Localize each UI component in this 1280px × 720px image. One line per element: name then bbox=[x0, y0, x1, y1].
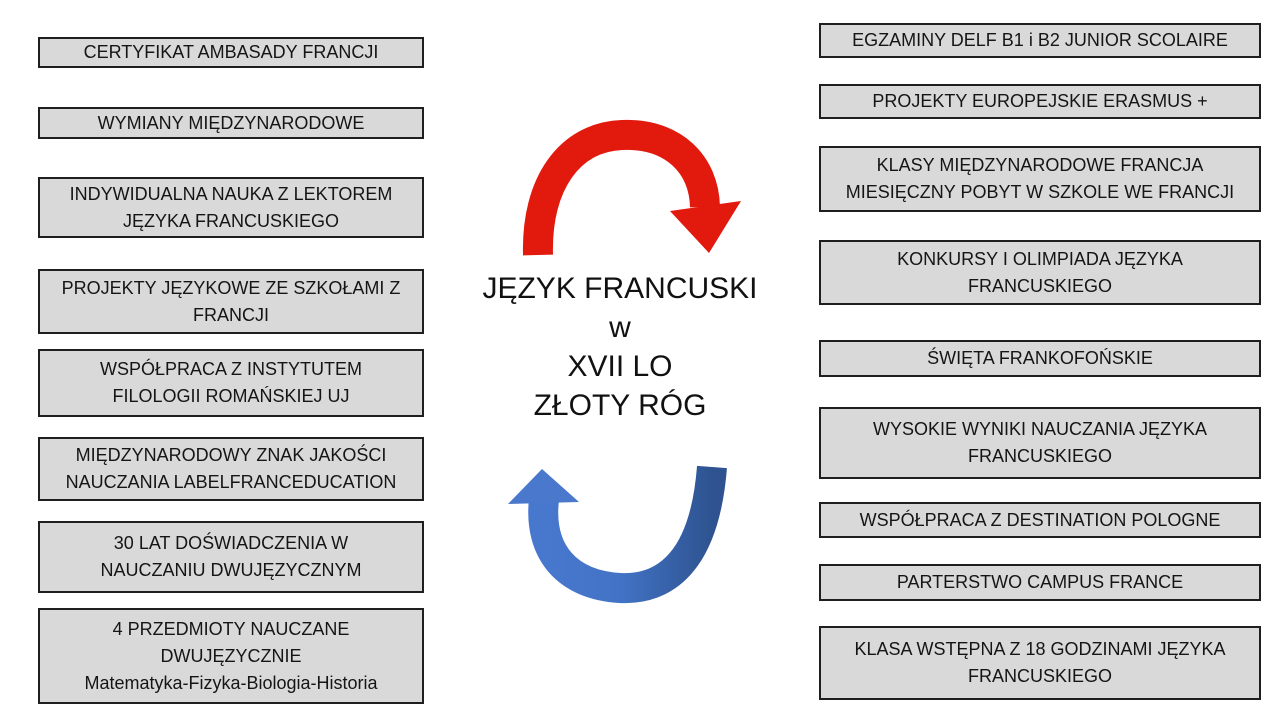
info-box-text: ŚWIĘTA FRANKOFOŃSKIE bbox=[927, 348, 1153, 368]
info-box-text: PARTERSTWO CAMPUS FRANCE bbox=[896, 572, 1184, 592]
info-box-certyfikat-ambasady: CERTYFIKAT AMBASADY FRANCJI bbox=[38, 37, 424, 68]
info-box-text: PROJEKTY JĘZYKOWE ZE SZKOŁAMI Z FRANCJI bbox=[61, 277, 401, 325]
slide-title-line-1: JĘZYK FRANCUSKI bbox=[482, 272, 758, 305]
info-box-4-przedmioty: 4 PRZEDMIOTY NAUCZANE DWUJĘZYCZNIE Matem… bbox=[38, 608, 424, 704]
blue-curved-arrow-icon bbox=[508, 465, 727, 604]
info-box-text: 30 LAT DOŚWIADCZENIA W NAUCZANIU DWUJĘZY… bbox=[100, 533, 362, 580]
info-box-wspolpraca-uj: WSPÓŁPRACA Z INSTYTUTEM FILOLOGII ROMAŃS… bbox=[38, 349, 424, 417]
slide-title: JĘZYK FRANCUSKI w XVII LO ZŁOTY RÓG bbox=[450, 269, 790, 425]
info-box-wysokie-wyniki: WYSOKIE WYNIKI NAUCZANIA JĘZYKA FRANCUSK… bbox=[819, 407, 1261, 479]
slide-title-line-3: XVII LO bbox=[567, 350, 673, 383]
info-box-text: KLASA WSTĘPNA Z 18 GODZINAMI JĘZYKA FRAN… bbox=[854, 639, 1226, 686]
info-box-wymiany: WYMIANY MIĘDZYNARODOWE bbox=[38, 107, 424, 139]
info-box-klasa-wstepna: KLASA WSTĘPNA Z 18 GODZINAMI JĘZYKA FRAN… bbox=[819, 626, 1261, 700]
info-box-znak-jakosci: MIĘDZYNARODOWY ZNAK JAKOŚCI NAUCZANIA LA… bbox=[38, 437, 424, 501]
info-box-text: PROJEKTY EUROPEJSKIE ERASMUS + bbox=[872, 91, 1208, 111]
info-box-egzaminy-delf: EGZAMINY DELF B1 i B2 JUNIOR SCOLAIRE bbox=[819, 23, 1261, 58]
info-box-swieta-frankofonskie: ŚWIĘTA FRANKOFOŃSKIE bbox=[819, 340, 1261, 377]
info-box-text: KLASY MIĘDZYNARODOWE FRANCJA MIESIĘCZNY … bbox=[845, 155, 1235, 202]
info-box-klasy-miedzynarodowe: KLASY MIĘDZYNARODOWE FRANCJA MIESIĘCZNY … bbox=[819, 146, 1261, 212]
red-curved-arrow-icon bbox=[522, 119, 741, 256]
info-box-text: WYMIANY MIĘDZYNARODOWE bbox=[97, 112, 365, 133]
info-box-projekty-jezykowe: PROJEKTY JĘZYKOWE ZE SZKOŁAMI Z FRANCJI bbox=[38, 269, 424, 334]
slide-title-line-4: ZŁOTY RÓG bbox=[533, 389, 707, 422]
info-box-text: KONKURSY I OLIMPIADA JĘZYKA FRANCUSKIEGO bbox=[897, 248, 1183, 296]
info-box-text: WYSOKIE WYNIKI NAUCZANIA JĘZYKA FRANCUSK… bbox=[872, 419, 1208, 466]
info-box-text: WSPÓŁPRACA Z INSTYTUTEM FILOLOGII ROMAŃS… bbox=[99, 359, 363, 406]
info-box-destination-pologne: WSPÓŁPRACA Z DESTINATION POLOGNE bbox=[819, 502, 1261, 538]
info-box-text: 4 PRZEDMIOTY NAUCZANE DWUJĘZYCZNIE Matem… bbox=[84, 618, 378, 693]
info-box-30-lat: 30 LAT DOŚWIADCZENIA W NAUCZANIU DWUJĘZY… bbox=[38, 521, 424, 593]
info-box-campus-france: PARTERSTWO CAMPUS FRANCE bbox=[819, 564, 1261, 601]
info-box-text: INDYWIDUALNA NAUKA Z LEKTOREM JĘZYKA FRA… bbox=[69, 183, 393, 231]
info-box-erasmus: PROJEKTY EUROPEJSKIE ERASMUS + bbox=[819, 84, 1261, 119]
info-box-text: WSPÓŁPRACA Z DESTINATION POLOGNE bbox=[859, 509, 1221, 530]
info-box-text: MIĘDZYNARODOWY ZNAK JAKOŚCI NAUCZANIA LA… bbox=[65, 445, 397, 492]
slide-title-line-2: w bbox=[609, 311, 631, 344]
info-box-indywidualna-nauka: INDYWIDUALNA NAUKA Z LEKTOREM JĘZYKA FRA… bbox=[38, 177, 424, 238]
info-box-konkursy: KONKURSY I OLIMPIADA JĘZYKA FRANCUSKIEGO bbox=[819, 240, 1261, 305]
info-box-text: CERTYFIKAT AMBASADY FRANCJI bbox=[83, 42, 379, 62]
info-box-text: EGZAMINY DELF B1 i B2 JUNIOR SCOLAIRE bbox=[852, 30, 1228, 50]
